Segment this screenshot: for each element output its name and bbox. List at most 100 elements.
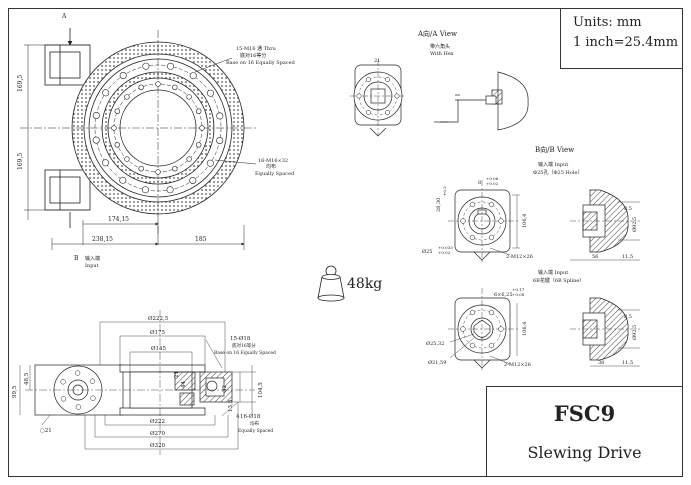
bolt-hole [155,169,161,175]
dim-185: 185 [195,236,207,243]
mount-hole [469,342,476,349]
mount-hole [60,396,67,402]
mount-hole [356,93,362,99]
mount-hole [469,201,476,208]
dim-13: 13,5 [228,399,234,412]
spline-d-21: Ø21,59 [428,359,446,366]
spline-view [448,288,640,370]
b-view-input: 输入端 Input [538,161,568,168]
bolt-hole [172,166,178,172]
dim-174: 174,15 [108,216,129,223]
b-dim-283-tol: +0.2 [442,186,447,196]
a-view-dim-21: 21 [374,58,380,64]
b-view-texts: B向/B View 输入端 Input Φ25孔（Φ25 Hole） 8 +0.… [422,145,638,260]
b-side-92: Ø92,5 [631,217,638,232]
arrow-a-label: A [61,13,67,20]
dim-d270: Ø270 [150,430,166,437]
bolt-hole [155,81,161,87]
note-holes-thru-2: 底对16等分 [240,52,266,59]
b-screws: 2-M12×26 [506,254,533,260]
mount-hole [469,234,476,241]
mount-hole [488,201,495,208]
spline-tol-upper: +0.17 [512,287,525,292]
dim-d222-bottom: Ø222 [150,418,165,425]
b-view-hole-spec: Φ25孔（Φ25 Hole） [533,169,582,176]
bolt-hole [142,62,150,70]
b-side-56: 56 [592,254,598,260]
b-side-115: 11,5 [622,254,633,260]
b-key-tol-lower: +0.02 [486,181,499,186]
mount-hole [75,404,82,410]
units-label: Units: mm [573,15,642,30]
input-label-en: Input [85,263,99,269]
a-view-holes [356,77,400,115]
spline-side-115: 11,5 [622,360,633,366]
spline-side-38: 38 [598,360,604,366]
section-bottom-note-3: Equally Spaced [238,428,273,434]
section-note-3: Base on 16 Equally Spaced [214,350,276,356]
section-view-texts: Ø222,5 Ø175 Ø145 15-Ø18 底对16等分 Base on 1… [12,315,276,449]
top-view-texts: A 169,5 169,5 174,15 238,15 185 15-M16 通… [17,13,296,269]
bolt-hole [119,72,127,80]
b-view [448,180,640,262]
dim-4: 4 [236,414,240,420]
weight-label: 48kg [347,276,383,292]
dim-d145: Ø145 [151,345,167,352]
mount-hole [469,309,476,316]
bolt-hole [124,94,130,100]
inch-conversion: 1 inch=25.4mm [573,35,679,50]
bolt-hole [92,112,100,120]
mount-hole [385,110,390,115]
section-view [19,310,256,455]
bolt-hole [138,166,144,172]
dim-32: 32 [222,385,228,392]
spline-view-texts: 输入端 Input 6B花键（6B Spline） 6×6,25 +0.17 +… [426,269,638,368]
section-view-holes [60,370,96,410]
spline-d-25: Ø25,32 [426,340,444,347]
bolt-hole [119,176,127,184]
b-view-title: B向/B View [535,145,574,154]
b-key-tol-upper: +0.06 [486,176,499,181]
dim-238: 238,15 [92,236,113,243]
a-view-texts: A向/A View 带六角头 With Hex 21 [374,29,457,64]
dim-99: 99,5 [12,385,18,398]
bolt-hole [206,159,214,167]
mount-hole [90,395,96,401]
mount-hole [498,218,504,224]
mount-hole [498,326,504,332]
bolt-hole [196,108,202,114]
mount-hole [394,93,400,99]
mount-hole [488,309,495,316]
mount-hole [366,110,371,115]
a-view [350,60,529,137]
input-label-cn: 输入端 [85,255,100,262]
section-bottom-note-2: 均布 [250,420,259,427]
bolt-hole [207,89,215,97]
weight-icon [317,265,345,302]
circle-21-label: ○21 [40,428,52,434]
dim-21: 21 [174,371,180,378]
bolt-hole [102,159,110,167]
bolt-hole [114,142,121,148]
title-block: FSC9 Slewing Drive [486,386,682,476]
mount-hole [60,379,66,385]
mount-hole [74,370,81,376]
section-note-2: 底对16等分 [232,342,256,349]
bolt-hole [172,84,178,91]
model-number: FSC9 [553,401,616,426]
mount-hole [460,218,466,224]
dim-104: 104,5 [258,382,264,398]
spline-dim: 6×6,25 [494,292,513,298]
top-view-bolt-holes [92,62,224,194]
bolt-hole [166,186,174,194]
a-view-sub-en: With Hex [430,51,454,57]
b-bore-tol-upper: +0.033 [438,245,453,250]
bolt-hole [199,125,205,131]
mount-hole [385,77,390,82]
b-key-dim: 8 [478,180,481,186]
spline-side-85: 8,5 [624,314,632,320]
bolt-hole [92,136,100,144]
dim-d320: Ø320 [150,442,166,449]
